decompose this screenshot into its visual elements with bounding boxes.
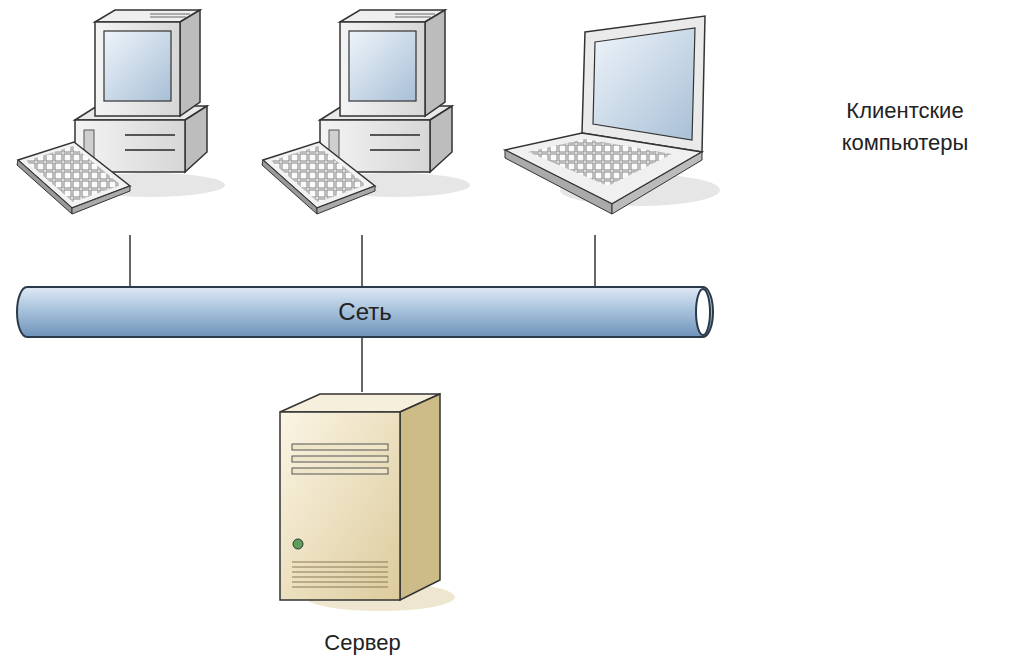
server-icon [270,392,455,622]
desktop-computer [17,10,225,214]
server-node: Сервер [270,392,455,660]
drop-line [129,235,131,287]
group-label: Клиентские компьютеры [805,95,1005,159]
drop-line [594,235,596,287]
laptop-computer [505,16,720,214]
server-label: Сервер [270,630,455,656]
desktop-computer [262,10,470,214]
drop-line [361,235,363,287]
network-bus: Сеть [15,285,715,339]
network-label: Сеть [15,298,715,326]
network-link [361,337,363,392]
